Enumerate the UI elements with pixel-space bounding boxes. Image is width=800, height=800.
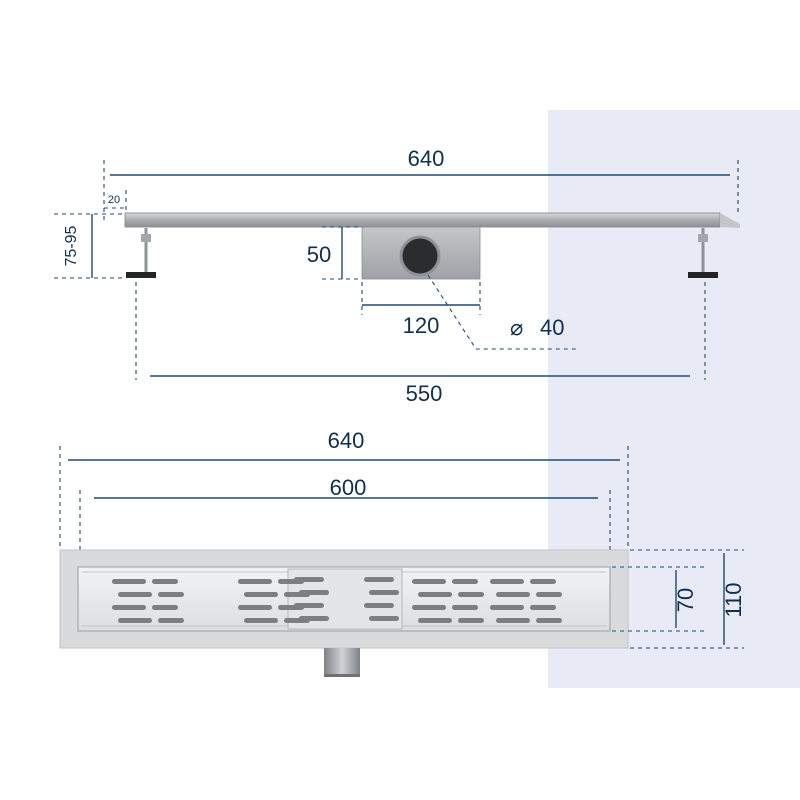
- grate-slot: [244, 618, 278, 623]
- outlet-pipe-icon: [324, 648, 360, 676]
- grate-slot: [412, 579, 446, 584]
- grate-slot: [152, 579, 178, 584]
- side-length-label: 640: [408, 146, 445, 171]
- grate-slot: [496, 592, 530, 597]
- grate-slot: [118, 618, 152, 623]
- grate-slot: [238, 579, 272, 584]
- grate-slot: [299, 616, 329, 621]
- left-foot-icon: [126, 228, 156, 278]
- diameter-leader: [427, 274, 578, 350]
- grate-slot: [490, 579, 524, 584]
- grate-slot: [158, 592, 184, 597]
- grate-slot: [294, 603, 324, 608]
- grate-slot: [364, 577, 394, 582]
- diameter-symbol: ⌀: [510, 315, 523, 340]
- grate-slot: [369, 590, 399, 595]
- grate-slot: [112, 579, 146, 584]
- grate-slot: [458, 592, 484, 597]
- grate-slot: [238, 605, 272, 610]
- grate-slot: [418, 592, 452, 597]
- grate-slot: [158, 618, 184, 623]
- right-foot-icon: [688, 228, 718, 278]
- body-height-label: 50: [307, 242, 331, 267]
- feet-distance-label: 550: [406, 381, 443, 406]
- grate-slot: [530, 579, 556, 584]
- height-range-label: 75-95: [63, 225, 80, 266]
- grate-slot: [112, 605, 146, 610]
- inner-width-label: 70: [673, 588, 698, 612]
- inner-length-label: 600: [330, 475, 367, 500]
- side-view: 640 20 75-95 50: [54, 146, 740, 406]
- grate-slots: [112, 577, 562, 623]
- grate-slot: [536, 618, 562, 623]
- grate-slot: [299, 590, 329, 595]
- top-length-label: 640: [328, 428, 365, 453]
- top-view: 640 600 70 110: [59, 428, 746, 677]
- total-width-label: 110: [721, 582, 746, 617]
- body-width-label: 120: [403, 313, 440, 338]
- grate-slot: [536, 592, 562, 597]
- grate-slot: [458, 618, 484, 623]
- outlet-icon: [399, 235, 441, 277]
- offset-label: 20: [108, 194, 120, 206]
- grate-slot: [364, 603, 394, 608]
- grate-slot: [418, 618, 452, 623]
- grate-slot: [294, 577, 324, 582]
- grate-slot: [452, 579, 478, 584]
- diameter-label: 40: [540, 315, 564, 340]
- grate-slot: [369, 616, 399, 621]
- grate-slot: [152, 605, 178, 610]
- grate-slot: [244, 592, 278, 597]
- grate-slot: [530, 605, 556, 610]
- grate-slot: [452, 605, 478, 610]
- channel-bar: [124, 212, 721, 228]
- grate-slot: [412, 605, 446, 610]
- grate-slot: [118, 592, 152, 597]
- grate-slot: [490, 605, 524, 610]
- channel-bar-end: [720, 213, 740, 228]
- grate-slot: [496, 618, 530, 623]
